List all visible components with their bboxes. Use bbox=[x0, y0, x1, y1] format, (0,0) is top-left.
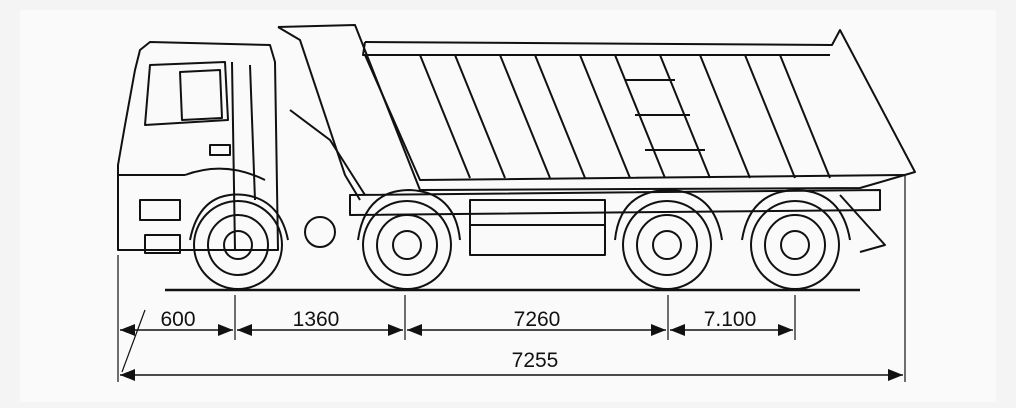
dimension-wheelbase-2: 7260 bbox=[514, 308, 561, 331]
dump-body bbox=[277, 24, 916, 201]
cab bbox=[117, 41, 279, 254]
dimension-wheelbase-1: 1360 bbox=[293, 308, 340, 331]
fuel-tank bbox=[304, 216, 336, 248]
wheel-3 bbox=[614, 189, 723, 290]
dimension-lines bbox=[120, 324, 903, 381]
extension-lines bbox=[117, 175, 906, 382]
wheel-4 bbox=[741, 189, 851, 290]
dimension-wheelbase-3: 7.100 bbox=[704, 308, 757, 331]
wheel-2 bbox=[357, 189, 461, 290]
dimension-front-overhang: 600 bbox=[160, 308, 195, 331]
dimension-overall-length: 7255 bbox=[512, 349, 559, 372]
wheel-front bbox=[189, 193, 289, 290]
chassis bbox=[289, 109, 886, 256]
